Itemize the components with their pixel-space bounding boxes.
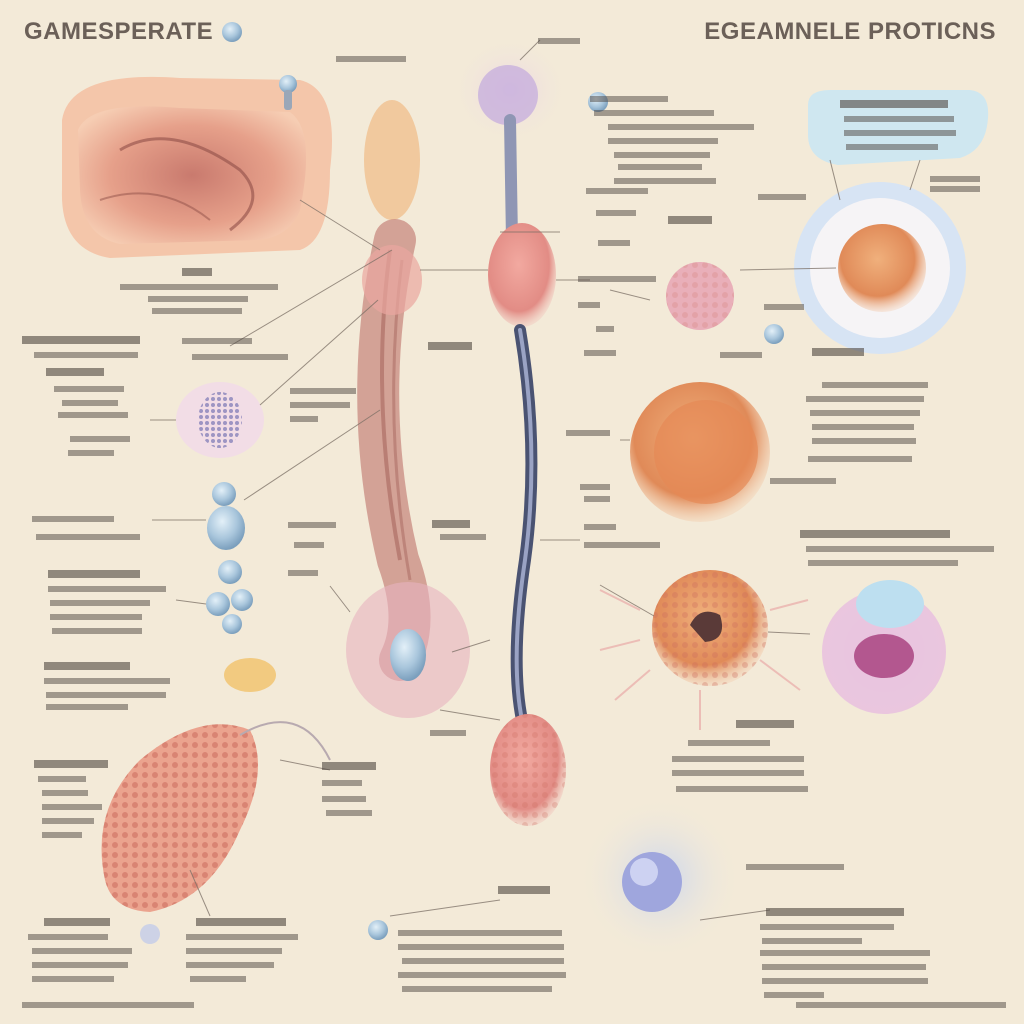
label-block-center-right: [566, 96, 762, 548]
ovary-tissue: [101, 721, 331, 912]
label-block-left-top: [120, 268, 288, 360]
fallopian-tube: [450, 35, 570, 826]
fertilized-egg: [599, 570, 809, 730]
poster-title-left: GAMESPERATE: [24, 18, 214, 45]
pink-vesicle: [666, 262, 784, 344]
zygote-embryo: [794, 182, 966, 354]
label-block-center: [288, 38, 580, 992]
label-block-bottom-left: [22, 918, 298, 1008]
oocyte-cell: [176, 382, 264, 458]
ovary-tissue-column: [346, 100, 470, 718]
mature-egg-cell: [630, 382, 770, 522]
yellow-follicle: [224, 658, 276, 692]
leader-lines: [150, 39, 921, 921]
uterus-cross-section: [61, 75, 333, 259]
label-block-left: [22, 336, 170, 838]
blastocyst-sphere: [578, 796, 742, 960]
pseudo-text-labels: [22, 38, 1006, 1008]
membrane-vesicle: [810, 578, 958, 726]
poster-title-right: EGEAMNELE PROTICNS: [704, 18, 996, 45]
sperm-cluster: [206, 482, 253, 634]
label-block-right: [672, 100, 1006, 1008]
